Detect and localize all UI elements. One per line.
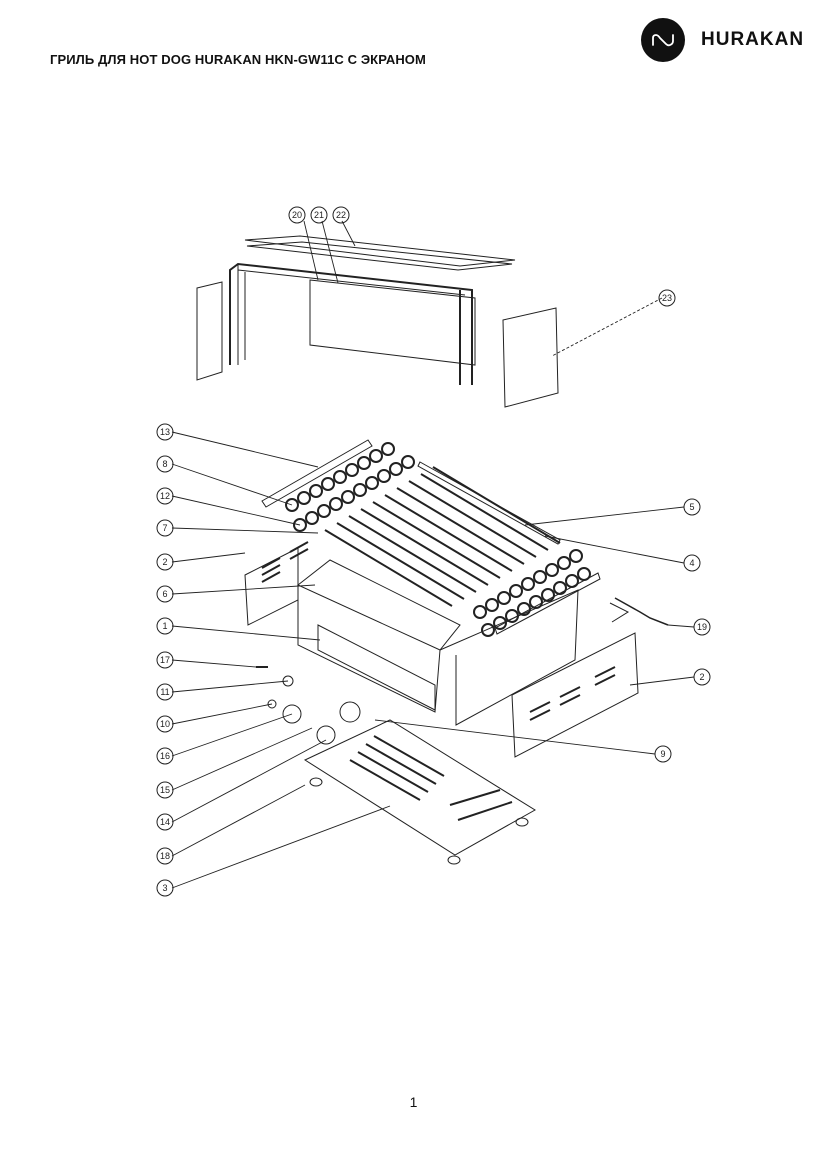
callout-21: 21 [314,210,324,220]
callout-1: 1 [162,621,167,631]
callout-18: 18 [160,851,170,861]
hurakan-logo-icon [641,18,685,62]
brand-name: HURAKAN [701,29,805,50]
page-number: 1 [409,1094,418,1110]
callout-2-left: 2 [162,557,167,567]
callout-22: 22 [336,210,346,220]
grill-body [244,541,669,758]
callout-17: 17 [160,655,170,665]
callout-10: 10 [160,719,170,729]
callout-23: 23 [662,293,672,303]
callout-6: 6 [162,589,167,599]
callout-9: 9 [660,749,665,759]
sneeze-guard-assembly [196,235,559,408]
callout-3: 3 [162,883,167,893]
document-title: ГРИЛЬ ДЛЯ HOT DOG HURAKAN HKN-GW11C С ЭК… [50,52,426,67]
brand: HURAKAN [641,18,804,62]
callout-14: 14 [160,817,170,827]
callout-5: 5 [689,502,694,512]
callout-4: 4 [689,558,694,568]
callout-12: 12 [160,491,170,501]
callout-8: 8 [162,459,167,469]
rollers-assembly [261,439,601,637]
callout-13: 13 [160,427,170,437]
callout-15: 15 [160,785,170,795]
leader-lines [171,220,695,889]
callout-circles [156,206,711,897]
callout-7: 7 [162,523,167,533]
callout-11: 11 [160,687,169,697]
callout-20: 20 [292,210,302,220]
callout-19: 19 [697,622,707,632]
bottom-plate [303,719,536,865]
callout-2-right: 2 [699,672,704,682]
callout-16: 16 [160,751,170,761]
